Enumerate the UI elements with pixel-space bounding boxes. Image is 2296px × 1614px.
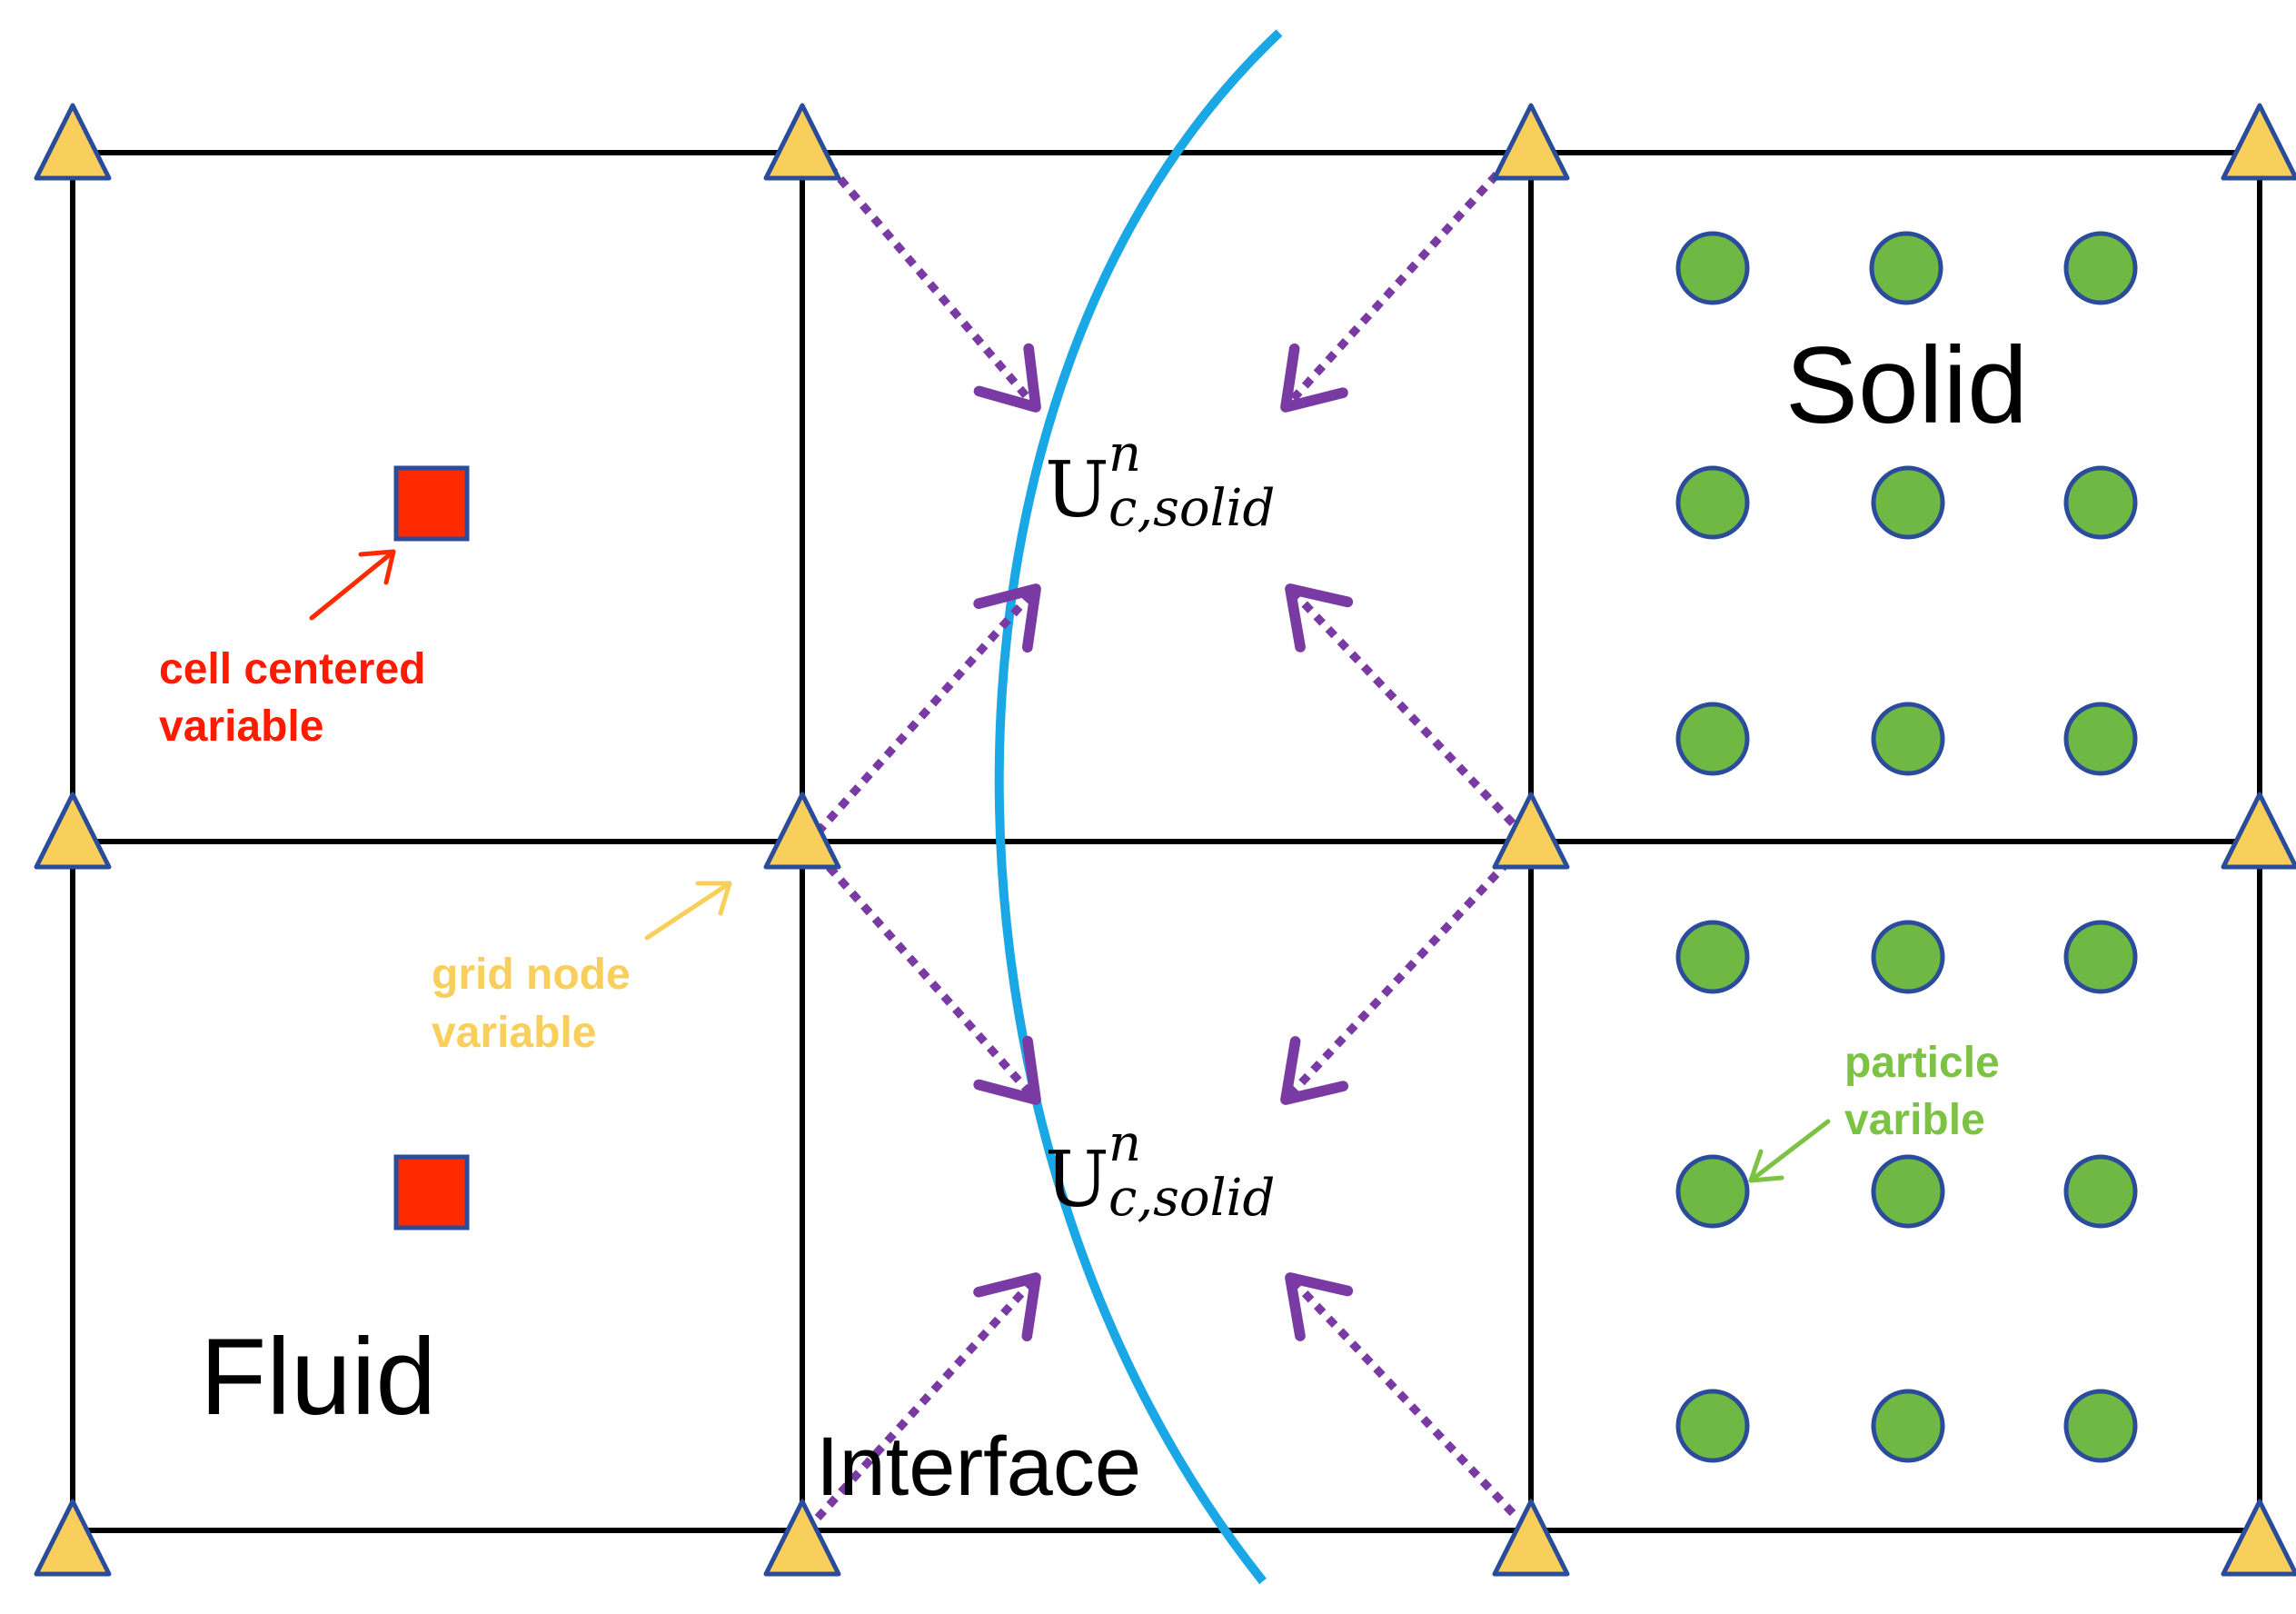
svg-text:U: U bbox=[1045, 1135, 1109, 1224]
interface-curve bbox=[994, 29, 1283, 1585]
arrow-node-to-upper-4 bbox=[1285, 583, 1516, 827]
annotation-pointers bbox=[309, 549, 1831, 1183]
particle-icon bbox=[1675, 1389, 1750, 1463]
grid-node-icon bbox=[1492, 792, 1570, 870]
arrow-node-to-upper-1 bbox=[814, 150, 1041, 413]
interpolation-arrows bbox=[814, 150, 1516, 1521]
grid-node-icon bbox=[34, 792, 112, 870]
grid-node-icon bbox=[2221, 1499, 2296, 1577]
svg-text:n: n bbox=[1108, 1114, 1141, 1173]
arrow-node-to-lower-4 bbox=[1285, 1272, 1516, 1517]
particle-icon bbox=[1871, 702, 1945, 776]
fluid-label: Fluid bbox=[200, 1316, 436, 1438]
grid-node-icon bbox=[763, 1499, 841, 1577]
particle-icon bbox=[1871, 465, 1945, 540]
solid-label: Solid bbox=[1785, 324, 2028, 446]
particle-icon bbox=[2063, 702, 2138, 776]
particle-icon bbox=[1871, 1154, 1945, 1229]
svg-text:n: n bbox=[1108, 424, 1141, 483]
arrow-node-to-lower-1 bbox=[814, 852, 1041, 1105]
grid-node-icon bbox=[2221, 792, 2296, 870]
particle-icon bbox=[2063, 231, 2138, 305]
grid-node-icon bbox=[1492, 1499, 1570, 1577]
particle-annotation: particle varible bbox=[1844, 1039, 2012, 1144]
cell-anno-pointer bbox=[309, 549, 396, 621]
particle-icon bbox=[1675, 231, 1750, 305]
particles bbox=[1675, 231, 2138, 1463]
cell-centered-variables bbox=[393, 465, 470, 1230]
grid-node-icon bbox=[34, 103, 112, 181]
velocity-label-lower: U n c,solid bbox=[1045, 1114, 1275, 1228]
grid-node-icon bbox=[1492, 103, 1570, 181]
particle-icon bbox=[2063, 1154, 2138, 1229]
grid-node-icon bbox=[763, 792, 841, 870]
arrow-node-to-upper-2 bbox=[1280, 158, 1512, 413]
particle-icon bbox=[1871, 920, 1945, 994]
particle-icon bbox=[2063, 1389, 2138, 1463]
grid bbox=[70, 150, 2262, 1533]
svg-text:U: U bbox=[1045, 445, 1109, 534]
grid-node-annotation: grid node variable bbox=[432, 951, 642, 1057]
particle-icon bbox=[1675, 1154, 1750, 1229]
svg-text:c,solid: c,solid bbox=[1108, 1169, 1275, 1228]
arrow-node-to-lower-2 bbox=[1280, 858, 1512, 1105]
cell-centered-annotation: cell centered variable bbox=[159, 645, 438, 751]
velocity-label-upper: U n c,solid bbox=[1045, 424, 1275, 538]
interface-label: Interface bbox=[816, 1420, 1141, 1513]
particle-anno-pointer bbox=[1748, 1119, 1831, 1183]
particle-icon bbox=[1675, 465, 1750, 540]
particle-icon bbox=[2063, 465, 2138, 540]
grid-node-icon bbox=[763, 103, 841, 181]
arrow-node-to-lower-3 bbox=[814, 1272, 1041, 1521]
svg-text:c,solid: c,solid bbox=[1108, 479, 1275, 538]
grid-cell-r2c3 bbox=[1528, 839, 2262, 1533]
cell-centered-square-icon bbox=[393, 465, 470, 542]
particle-icon bbox=[2063, 920, 2138, 994]
node-anno-pointer bbox=[644, 881, 732, 941]
cell-centered-square-icon bbox=[393, 1154, 470, 1230]
particle-icon bbox=[1871, 1389, 1945, 1463]
particle-icon bbox=[1869, 231, 1943, 305]
grid-nodes bbox=[34, 103, 2296, 1577]
arrow-node-to-upper-3 bbox=[814, 583, 1041, 836]
particle-icon bbox=[1675, 920, 1750, 994]
particle-icon bbox=[1675, 702, 1750, 776]
grid-node-icon bbox=[2221, 103, 2296, 181]
grid-node-icon bbox=[34, 1499, 112, 1577]
